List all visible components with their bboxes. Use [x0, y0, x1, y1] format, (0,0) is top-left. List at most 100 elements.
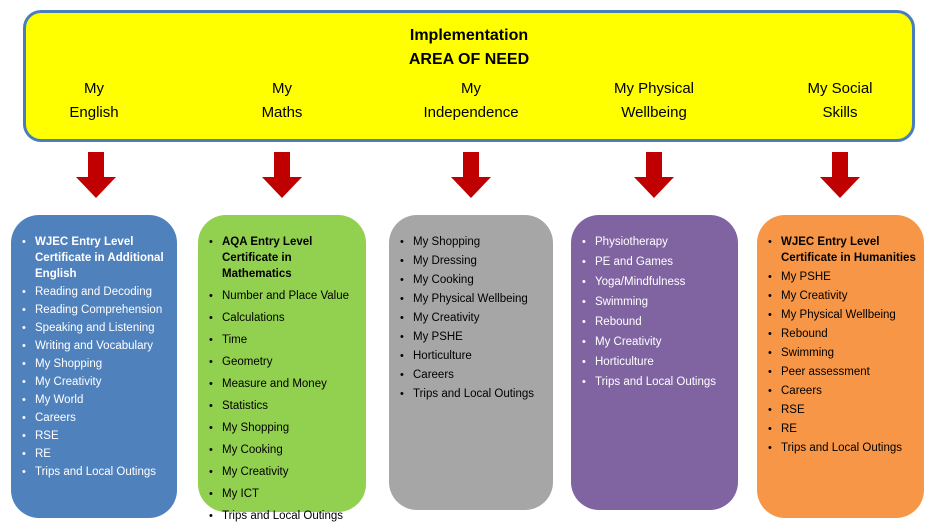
list-item: • Reading Comprehension: [22, 302, 169, 318]
down-arrow-head: [634, 177, 674, 198]
list-item-text: Physiotherapy: [595, 236, 668, 248]
list-item: • RSE: [768, 402, 916, 418]
list-item: • Rebound: [768, 326, 916, 342]
bullet-icon: •: [400, 274, 404, 286]
column-label-line2: Wellbeing: [621, 104, 687, 121]
list-item: • My Physical Wellbeing: [400, 291, 545, 307]
list-item: • My Creativity: [400, 310, 545, 326]
list-item: • Time: [209, 332, 358, 348]
list-item-text: My Shopping: [222, 422, 290, 434]
list-item-text: Horticulture: [595, 356, 654, 368]
list-item: • My Cooking: [209, 442, 358, 458]
bullet-icon: •: [22, 304, 26, 316]
list-item: • Horticulture: [582, 354, 730, 370]
column-label-3: My Independence: [396, 77, 546, 125]
list-item: • Calculations: [209, 310, 358, 326]
bullet-icon: •: [22, 322, 26, 334]
list-item-text: Careers: [413, 369, 454, 381]
down-arrow-icon: [76, 152, 116, 198]
down-arrow-icon: [262, 152, 302, 198]
column-label-line2: English: [69, 104, 119, 121]
column-labels: My English My Maths My Independence My P…: [0, 0, 936, 150]
bullet-icon: •: [582, 356, 586, 368]
list-item-text: Reading Comprehension: [35, 304, 163, 316]
list-item: • Trips and Local Outings: [22, 464, 169, 480]
list-item-text: My Creativity: [595, 336, 662, 348]
bullet-icon: •: [22, 340, 26, 352]
bullet-icon: •: [400, 331, 404, 343]
list-item-text: Swimming: [595, 296, 649, 308]
list-item-text: Rebound: [595, 316, 642, 328]
bullet-icon: •: [400, 236, 404, 248]
column-label-4: My Physical Wellbeing: [579, 77, 729, 125]
bullet-icon: •: [400, 293, 404, 305]
bullet-icon: •: [400, 388, 404, 400]
list-item: • Peer assessment: [768, 364, 916, 380]
bullet-icon: •: [768, 236, 772, 248]
list-item: • Careers: [22, 410, 169, 426]
bullet-icon: •: [209, 422, 213, 434]
header-title: Implementation AREA OF NEED: [26, 13, 912, 72]
list-item: • WJEC Entry Level Certificate in Additi…: [22, 234, 169, 282]
list-item: • Reading and Decoding: [22, 284, 169, 300]
subject-item-list: • WJEC Entry Level Certificate in Humani…: [768, 234, 916, 456]
bullet-icon: •: [209, 356, 213, 368]
bullet-icon: •: [209, 290, 213, 302]
bullet-icon: •: [582, 296, 586, 308]
subject-item-list: • My Shopping • My Dressing • My Cooking…: [400, 234, 545, 402]
list-item-text: Careers: [781, 385, 822, 397]
list-item-text: Yoga/Mindfulness: [595, 276, 686, 288]
list-item-text: My Shopping: [413, 236, 481, 248]
list-item-text: Writing and Vocabulary: [35, 340, 154, 352]
bullet-icon: •: [400, 369, 404, 381]
column-label-line1: My Physical: [613, 80, 695, 97]
column-label-5: My Social Skills: [765, 77, 915, 125]
bullet-icon: •: [768, 404, 772, 416]
down-arrow-icon: [451, 152, 491, 198]
bullet-icon: •: [209, 236, 213, 248]
list-item-text: My Dressing: [413, 255, 477, 267]
list-item: • Trips and Local Outings: [768, 440, 916, 456]
list-item-text: Statistics: [222, 400, 269, 412]
subject-item-list: • Physiotherapy • PE and Games • Yoga/Mi…: [582, 234, 730, 390]
list-item-text: My Creativity: [781, 290, 848, 302]
list-item: • Careers: [768, 383, 916, 399]
bullet-icon: •: [22, 430, 26, 442]
bullet-icon: •: [768, 309, 772, 321]
list-item-text: Time: [222, 334, 248, 346]
down-arrow-icon: [820, 152, 860, 198]
bullet-icon: •: [400, 312, 404, 324]
list-item: • My PSHE: [400, 329, 545, 345]
list-item-text: RSE: [781, 404, 805, 416]
down-arrow-icon: [634, 152, 674, 198]
list-item-text: My Shopping: [35, 358, 103, 370]
list-item-text: WJEC Entry Level Certificate in Humaniti…: [781, 236, 916, 264]
bullet-icon: •: [582, 336, 586, 348]
list-item-text: RSE: [35, 430, 59, 442]
bullet-icon: •: [209, 312, 213, 324]
list-item-text: Trips and Local Outings: [413, 388, 535, 400]
list-item-text: RE: [35, 448, 51, 460]
list-item-text: Trips and Local Outings: [222, 510, 344, 522]
subject-box-maths: • AQA Entry Level Certificate in Mathema…: [198, 215, 366, 522]
list-item-text: Reading and Decoding: [35, 286, 153, 298]
list-item: • RSE: [22, 428, 169, 444]
bullet-icon: •: [768, 347, 772, 359]
down-arrow-head: [820, 177, 860, 198]
list-item-text: My Creativity: [222, 466, 289, 478]
bullet-icon: •: [22, 376, 26, 388]
list-item: • My Creativity: [22, 374, 169, 390]
list-item: • PE and Games: [582, 254, 730, 270]
list-item: • RE: [22, 446, 169, 462]
list-item: • Swimming: [768, 345, 916, 361]
down-arrow-stem: [88, 152, 104, 178]
bullet-icon: •: [22, 394, 26, 406]
list-item-text: AQA Entry Level Certificate in Mathemati…: [222, 236, 313, 280]
list-item-text: Swimming: [781, 347, 835, 359]
list-item: • Trips and Local Outings: [400, 386, 545, 402]
list-item: • My Creativity: [768, 288, 916, 304]
list-item-text: Trips and Local Outings: [35, 466, 157, 478]
list-item-text: My Creativity: [413, 312, 480, 324]
list-item: • Horticulture: [400, 348, 545, 364]
